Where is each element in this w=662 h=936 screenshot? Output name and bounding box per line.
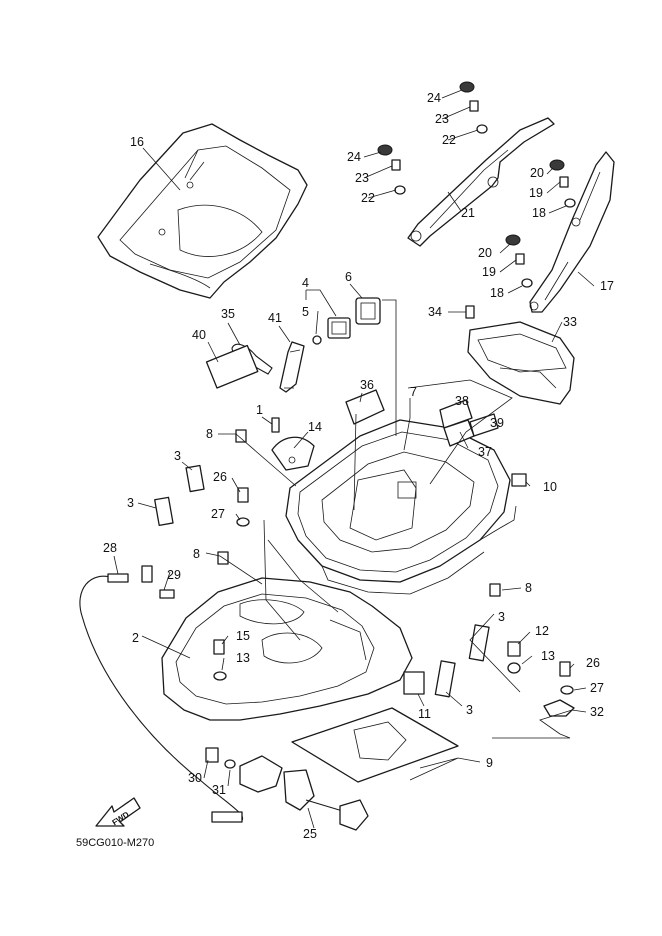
callout-18: 18 <box>490 286 504 300</box>
callout-21: 21 <box>461 206 475 220</box>
right-brackets <box>213 473 575 717</box>
seat-lock-cable <box>79 565 243 823</box>
callout-labels: 1 2 3 3 3 3 4 5 6 7 8 8 8 9 10 11 12 13 … <box>103 91 614 841</box>
grab-bar-left <box>407 117 555 247</box>
callout-36: 36 <box>360 378 374 392</box>
callout-35: 35 <box>221 307 235 321</box>
leader-lines <box>113 89 595 829</box>
labels-parts <box>291 389 499 783</box>
callout-22: 22 <box>361 191 375 205</box>
body-cover <box>161 577 413 721</box>
callout-3: 3 <box>127 496 134 510</box>
callout-28: 28 <box>103 541 117 555</box>
callout-15: 15 <box>236 629 250 643</box>
callout-10: 10 <box>543 480 557 494</box>
callout-25: 25 <box>303 827 317 841</box>
callout-33: 33 <box>563 315 577 329</box>
callout-18: 18 <box>532 206 546 220</box>
callout-38: 38 <box>455 394 469 408</box>
callout-3: 3 <box>466 703 473 717</box>
callout-4: 4 <box>302 276 309 290</box>
callout-13: 13 <box>541 649 555 663</box>
callout-8: 8 <box>206 427 213 441</box>
grab-bar-right <box>529 151 615 313</box>
callout-24: 24 <box>347 150 361 164</box>
callout-39: 39 <box>490 416 504 430</box>
band-parts <box>205 341 305 393</box>
callout-31: 31 <box>212 783 226 797</box>
callout-24: 24 <box>427 91 441 105</box>
callout-27: 27 <box>211 507 225 521</box>
tray-part <box>465 305 575 405</box>
storage-box <box>285 419 517 595</box>
callout-26: 26 <box>586 656 600 670</box>
callout-22: 22 <box>442 133 456 147</box>
callout-34: 34 <box>428 305 442 319</box>
seat-part <box>97 123 308 299</box>
callout-26: 26 <box>213 470 227 484</box>
callout-1: 1 <box>256 403 263 417</box>
small-brackets <box>154 417 315 565</box>
callout-8: 8 <box>525 581 532 595</box>
callout-13: 13 <box>236 651 250 665</box>
relay-parts <box>312 297 381 345</box>
callout-37: 37 <box>478 445 492 459</box>
callout-2: 2 <box>132 631 139 645</box>
callout-19: 19 <box>482 265 496 279</box>
callout-7: 7 <box>410 385 417 399</box>
bolt-caps <box>377 81 576 288</box>
callout-41: 41 <box>268 311 282 325</box>
callout-16: 16 <box>130 135 144 149</box>
callout-23: 23 <box>355 171 369 185</box>
callout-17: 17 <box>600 279 614 293</box>
callout-20: 20 <box>530 166 544 180</box>
callout-11: 11 <box>418 707 431 721</box>
callout-20: 20 <box>478 246 492 260</box>
callout-9: 9 <box>486 756 493 770</box>
diagram-code: 59CG010-M270 <box>76 837 154 849</box>
callout-14: 14 <box>308 420 322 434</box>
callout-5: 5 <box>302 305 309 319</box>
callout-32: 32 <box>590 705 604 719</box>
callout-40: 40 <box>192 328 206 342</box>
callout-6: 6 <box>345 270 352 284</box>
callout-29: 29 <box>167 568 181 582</box>
callout-23: 23 <box>435 112 449 126</box>
forward-arrow-icon: FWD <box>95 797 141 827</box>
callout-8: 8 <box>193 547 200 561</box>
callout-3: 3 <box>498 610 505 624</box>
callout-3: 3 <box>174 449 181 463</box>
seat-lock <box>205 747 369 831</box>
callout-19: 19 <box>529 186 543 200</box>
callout-27: 27 <box>590 681 604 695</box>
callout-30: 30 <box>188 771 202 785</box>
callout-12: 12 <box>535 624 549 638</box>
